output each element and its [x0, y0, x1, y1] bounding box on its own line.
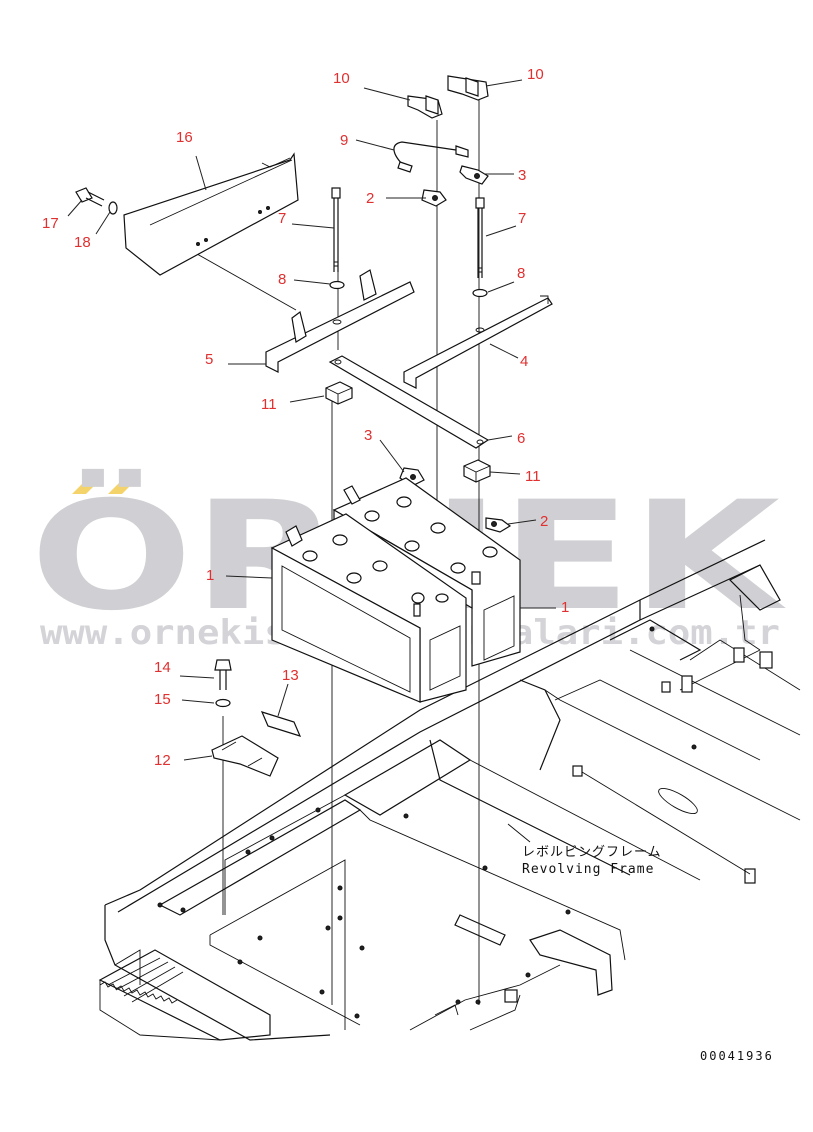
- leader-lines: [67, 79, 556, 761]
- callout-3-upper: 3: [518, 167, 526, 184]
- callout-8-right: 8: [517, 265, 525, 282]
- document-number: 00041936: [700, 1049, 774, 1063]
- part-terminal-cover-lower: [407, 95, 443, 119]
- part-cover-plate: [123, 152, 299, 276]
- revolving-frame: レボルビングフレーム Revolving Frame: [98, 539, 801, 1041]
- callout-3-lower: 3: [364, 427, 372, 444]
- callouts: 10 10 9 3 16 2 7 7 17 18 8 8 5 4 11 6 3 …: [42, 66, 569, 769]
- part-terminal-clamp-upper: [459, 165, 489, 185]
- part-washer-15: [215, 698, 231, 708]
- part-j-bolt-left: [331, 187, 341, 272]
- callout-6: 6: [517, 430, 525, 447]
- callout-1-left: 1: [206, 567, 214, 584]
- part-j-bolt-right: [475, 197, 485, 278]
- part-terminal-clamp-right: [485, 517, 512, 533]
- callout-2-upper: 2: [366, 190, 374, 207]
- callout-10-left: 10: [333, 70, 350, 87]
- part-battery-cable: [393, 141, 469, 173]
- part-pad-13: [260, 711, 302, 737]
- callout-7-right: 7: [518, 210, 526, 227]
- callout-13: 13: [282, 667, 299, 684]
- callout-4: 4: [520, 353, 528, 370]
- callout-10-right: 10: [527, 66, 544, 83]
- callout-5: 5: [205, 351, 213, 368]
- callout-9: 9: [340, 132, 348, 149]
- part-hold-down-bracket-left: [265, 269, 415, 373]
- part-spacer-left: [325, 381, 353, 405]
- frame-label-japanese: レボルビングフレーム: [522, 845, 662, 860]
- part-bolt-14: [214, 659, 232, 690]
- callout-8-left: 8: [278, 271, 286, 288]
- watermark-dots: [72, 480, 136, 494]
- callout-15: 15: [154, 691, 171, 708]
- callout-2-lower: 2: [540, 513, 548, 530]
- callout-16: 16: [176, 129, 193, 146]
- part-battery-front: [270, 513, 481, 703]
- part-spacer-right: [463, 459, 491, 483]
- callout-1-right: 1: [561, 599, 569, 616]
- part-terminal-clamp-center: [421, 189, 447, 207]
- part-washer-right: [472, 288, 488, 298]
- part-terminal-cover-upper: [447, 75, 489, 101]
- part-hold-down-bracket-right: [403, 295, 553, 389]
- part-bolt-17: [75, 187, 105, 207]
- part-mount-bracket-12: [211, 735, 279, 777]
- part-washer-18: [108, 201, 118, 215]
- callout-11-right: 11: [525, 468, 541, 485]
- callout-7-left: 7: [278, 210, 286, 227]
- callout-12: 12: [154, 752, 171, 769]
- frame-holes: [157, 626, 697, 1019]
- part-washer-left: [329, 280, 345, 290]
- callout-11-left: 11: [261, 396, 277, 413]
- callout-17: 17: [42, 215, 59, 232]
- frame-label-english: Revolving Frame: [522, 862, 654, 877]
- callout-18: 18: [74, 234, 91, 251]
- callout-14: 14: [154, 659, 171, 676]
